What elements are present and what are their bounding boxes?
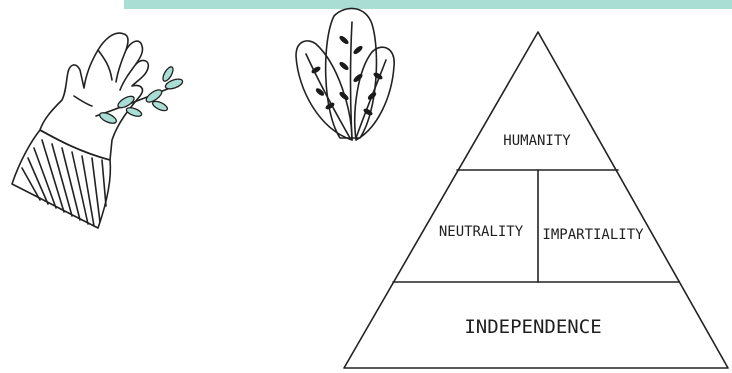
accent-bar xyxy=(124,0,732,9)
pyramid-outline xyxy=(343,31,729,369)
sprig-leaves xyxy=(99,66,184,124)
plant-leaf-right xyxy=(353,46,395,141)
pyramid-label-middle-right: IMPARTIALITY xyxy=(542,227,644,243)
principles-pyramid: HUMANITY NEUTRALITY IMPARTIALITY INDEPEN… xyxy=(343,31,729,369)
plant-small-leaves xyxy=(311,35,383,116)
hand-outline xyxy=(39,32,150,161)
pyramid-label-middle-left: NEUTRALITY xyxy=(439,224,524,240)
plant-icon xyxy=(295,7,395,141)
pyramid-label-bottom: INDEPENDENCE xyxy=(464,316,601,338)
finger-lines xyxy=(73,49,137,107)
hand-with-sprig-icon xyxy=(11,32,184,229)
pyramid-label-top: HUMANITY xyxy=(503,133,571,149)
sleeve-ribbing xyxy=(21,139,107,227)
